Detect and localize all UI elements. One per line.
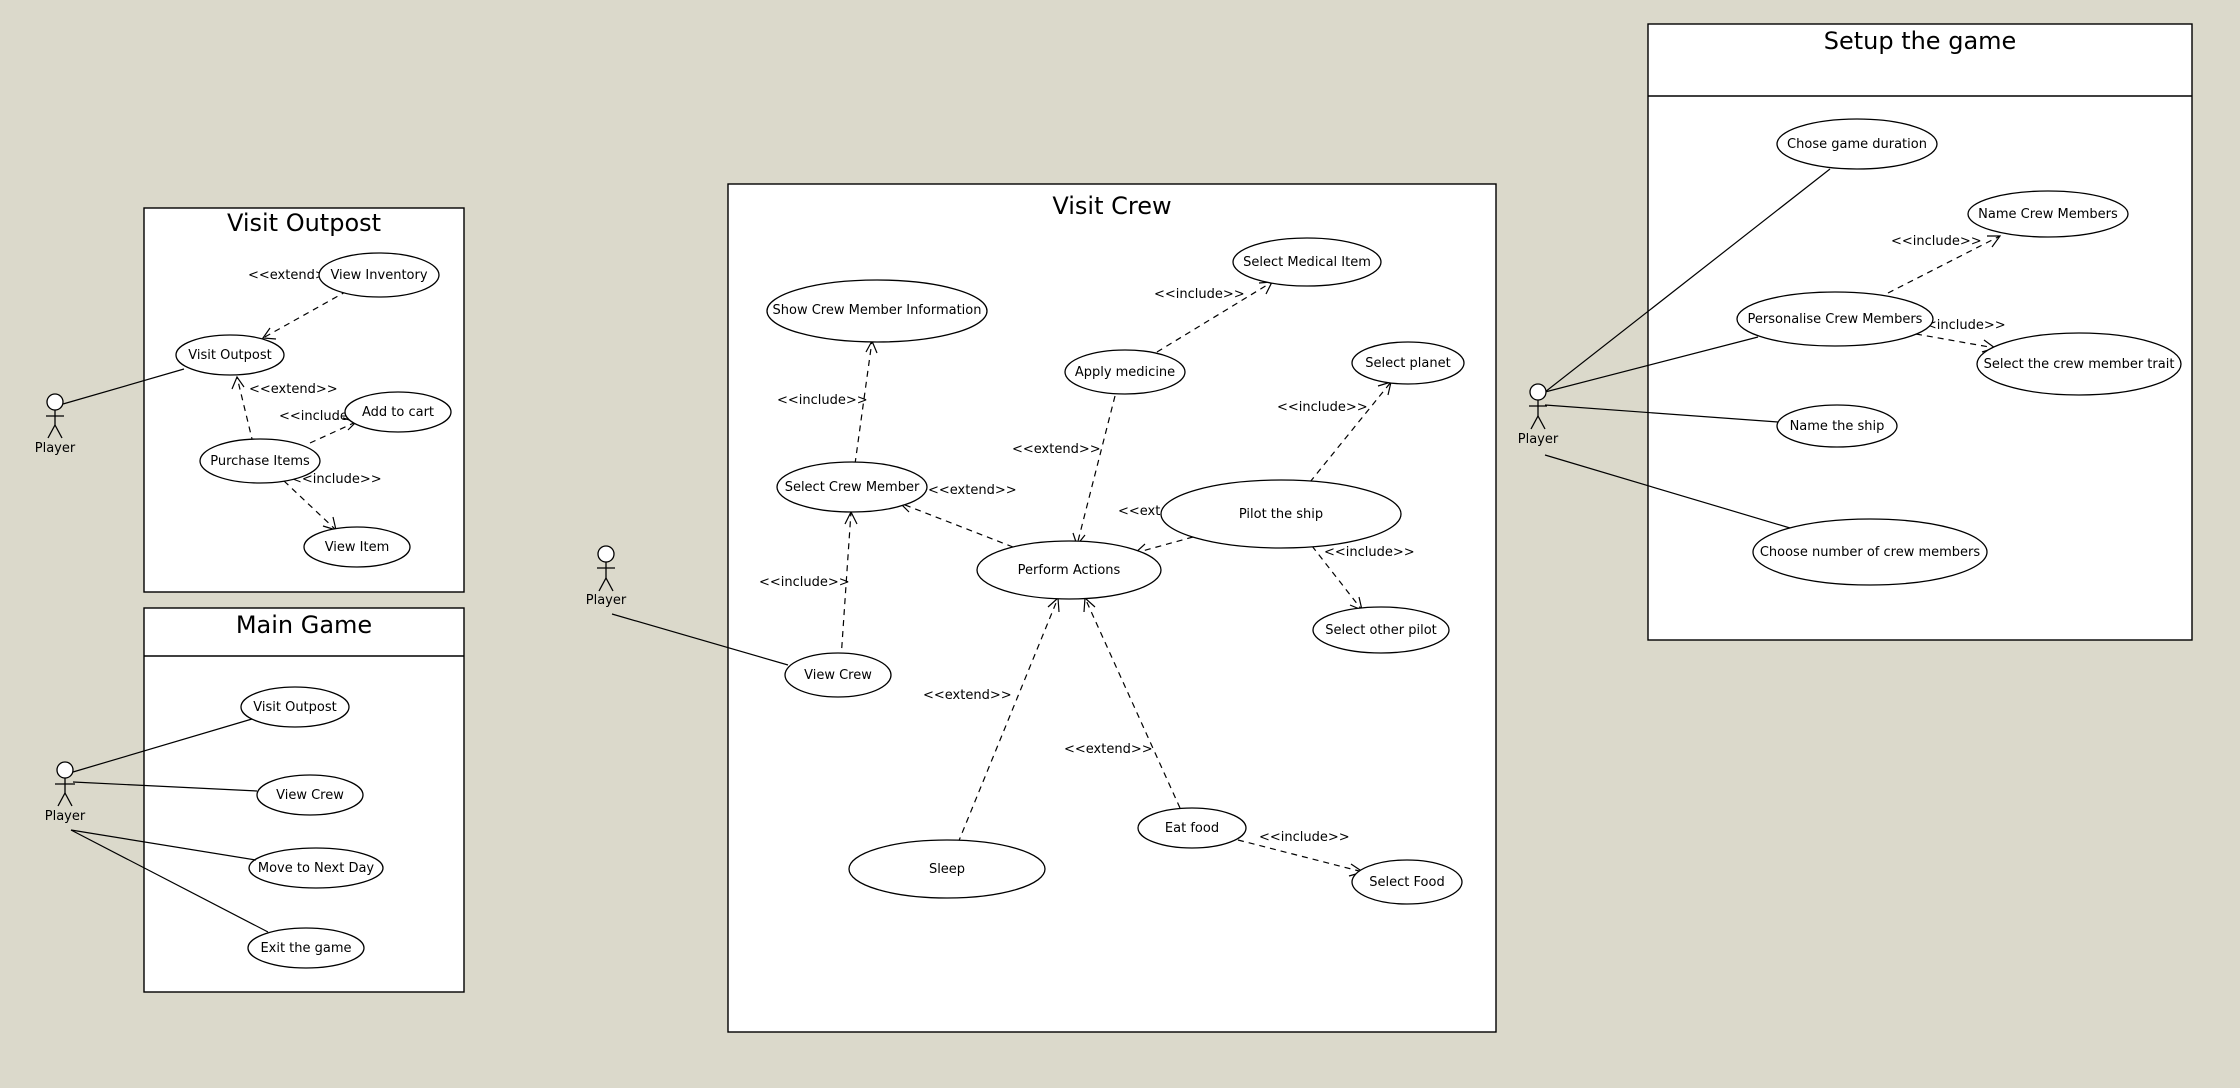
relation-label-extend: <<extend>> [928,483,1017,498]
use-case-sleep[interactable]: Sleep [848,839,1046,899]
actor-label: Player [35,441,76,456]
svg-text:View Crew: View Crew [276,788,344,803]
use-case-perform-actions[interactable]: Perform Actions [976,540,1162,600]
use-case-name-the-ship[interactable]: Name the ship [1776,404,1898,448]
svg-text:Eat food: Eat food [1165,821,1219,836]
use-case-chose-game-duration[interactable]: Chose game duration [1776,118,1938,170]
svg-text:View Inventory: View Inventory [330,268,427,283]
relation-label-include: <<include>> [1259,830,1350,845]
svg-text:Name the ship: Name the ship [1790,419,1885,434]
use-case-select-crew-member[interactable]: Select Crew Member [776,461,928,513]
use-case-purchase-items[interactable]: Purchase Items [199,438,321,484]
use-case-eat-food[interactable]: Eat food [1137,807,1247,849]
use-case-apply-medicine[interactable]: Apply medicine [1064,349,1186,395]
boundary-main-game: Main Game Visit Outpost View Crew Move t… [143,607,465,993]
svg-text:Select other pilot: Select other pilot [1325,623,1437,638]
svg-text:Add to cart: Add to cart [362,405,434,420]
boundary-title-setup: Setup the game [1824,27,2017,55]
actor-label: Player [45,809,86,824]
boundary-setup-the-game: Setup the game <<include>> <<include>> C… [1647,23,2193,641]
svg-text:Visit Outpost: Visit Outpost [188,348,271,363]
boundary-title-visit-outpost: Visit Outpost [227,209,381,237]
svg-text:Chose game duration: Chose game duration [1787,137,1927,152]
relation-label-include: <<include>> [1324,545,1415,560]
relation-label-extend: <<extend>> [923,688,1012,703]
actor-label: Player [1518,432,1559,447]
use-case-exit-the-game[interactable]: Exit the game [247,927,365,969]
relation-label-extend: <<extend>> [1012,442,1101,457]
use-case-name-crew-members[interactable]: Name Crew Members [1967,190,2129,238]
svg-text:Show Crew Member Information: Show Crew Member Information [773,303,982,318]
boundary-title-main-game: Main Game [236,611,372,639]
use-case-show-crew-member-information[interactable]: Show Crew Member Information [766,279,988,343]
relation-label-include: <<include>> [777,393,868,408]
svg-text:Select Medical Item: Select Medical Item [1243,255,1371,270]
use-case-select-crew-member-trait[interactable]: Select the crew member trait [1976,332,2182,396]
actor-player-outpost: Player [35,393,76,456]
use-case-pilot-the-ship[interactable]: Pilot the ship [1160,479,1402,549]
svg-text:Move to Next Day: Move to Next Day [258,861,375,876]
svg-text:Select Crew Member: Select Crew Member [785,480,920,495]
use-case-view-item[interactable]: View Item [303,526,411,568]
svg-text:Exit the game: Exit the game [260,941,351,956]
svg-text:Apply medicine: Apply medicine [1075,365,1175,380]
use-case-move-to-next-day[interactable]: Move to Next Day [248,847,384,889]
use-case-view-inventory[interactable]: View Inventory [318,252,440,298]
relation-label-include: <<include>> [1915,318,2006,333]
svg-text:View Item: View Item [325,540,390,555]
svg-text:View Crew: View Crew [804,668,872,683]
use-case-select-medical-item[interactable]: Select Medical Item [1232,237,1382,287]
boundary-title-visit-crew: Visit Crew [1052,192,1171,220]
boundary-visit-crew: Visit Crew <<include>> <<include>> <<ext… [727,183,1497,1033]
relation-label-include: <<include>> [1154,287,1245,302]
relation-label-include: <<include>> [1277,400,1368,415]
svg-text:Visit Outpost: Visit Outpost [253,700,336,715]
svg-text:Sleep: Sleep [929,862,965,877]
relation-label-include: <<include>> [1891,234,1982,249]
svg-text:Purchase Items: Purchase Items [210,454,310,469]
svg-text:Name Crew Members: Name Crew Members [1978,207,2118,222]
svg-text:Choose number of crew members: Choose number of crew members [1760,545,1981,560]
relation-label-extend: <<extend>> [1064,742,1153,757]
relation-label-include: <<include>> [759,575,850,590]
actor-player-setup: Player [1518,383,1559,447]
svg-text:Select planet: Select planet [1365,356,1450,371]
svg-text:Select the crew member trait: Select the crew member trait [1984,357,2175,372]
svg-text:Personalise Crew Members: Personalise Crew Members [1748,312,1923,327]
use-case-select-planet[interactable]: Select planet [1351,341,1465,385]
use-case-select-other-pilot[interactable]: Select other pilot [1312,606,1450,654]
use-case-add-to-cart[interactable]: Add to cart [344,391,452,433]
use-case-main-view-crew[interactable]: View Crew [256,774,364,816]
use-case-choose-number-of-crew-members[interactable]: Choose number of crew members [1752,518,1988,586]
svg-text:Perform Actions: Perform Actions [1018,563,1121,578]
actor-player-main: Player [45,761,86,824]
use-case-main-visit-outpost[interactable]: Visit Outpost [240,686,350,728]
relation-label-extend: <<extend>> [248,268,337,283]
actor-label: Player [586,593,627,608]
use-case-visit-outpost[interactable]: Visit Outpost [175,334,285,376]
boundary-visit-outpost: Visit Outpost <<extend>> <<extend>> <<in… [143,207,465,593]
relation-label-include: <<include>> [291,472,382,487]
use-case-personalise-crew-members[interactable]: Personalise Crew Members [1736,291,1934,347]
relation-label-extend: <<extend>> [249,382,338,397]
actor-player-crew: Player [586,545,627,608]
svg-text:Pilot the ship: Pilot the ship [1239,507,1323,522]
svg-text:Select Food: Select Food [1369,875,1444,890]
use-case-select-food[interactable]: Select Food [1351,859,1463,905]
use-case-view-crew[interactable]: View Crew [784,652,892,698]
